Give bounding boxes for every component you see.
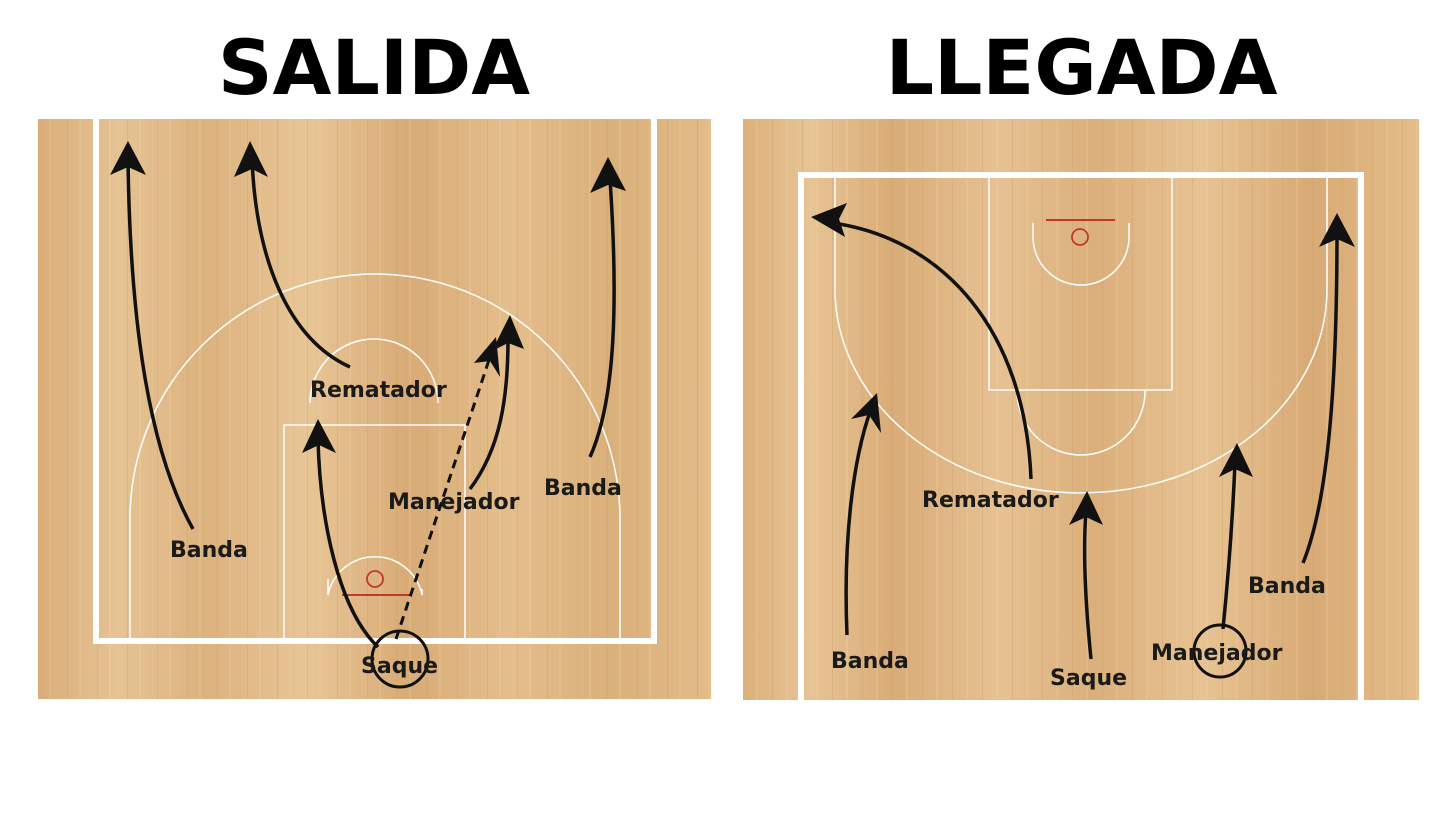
label-banda-left: Banda	[170, 538, 248, 563]
llegada-title: LLEGADA	[885, 23, 1278, 112]
salida-title: SALIDA	[217, 23, 531, 112]
pass-path	[394, 356, 492, 640]
rematador-path	[832, 221, 1033, 480]
label-rematador: Rematador	[310, 378, 447, 403]
llegada-court: Rematador Banda Saque Manejador Banda	[743, 119, 1419, 700]
label-banda-right: Banda	[1248, 574, 1326, 599]
banda-left-path	[126, 158, 195, 530]
court-lines	[93, 119, 657, 644]
rim	[366, 570, 384, 588]
saque-path	[316, 438, 380, 649]
movement-arrows	[126, 158, 616, 649]
banda-right-path	[588, 178, 616, 458]
label-rematador: Rematador	[922, 488, 1059, 513]
label-saque: Saque	[361, 654, 438, 679]
rematador-path	[250, 158, 351, 369]
arrowheads	[110, 141, 626, 453]
manejador-path	[468, 338, 510, 491]
banda-left-path	[844, 408, 873, 636]
salida-court: Banda Rematador Manejador Banda Saque	[38, 119, 711, 699]
label-manejador: Manejador	[1151, 641, 1283, 666]
label-manejador: Manejador	[388, 490, 520, 515]
manejador-path	[1221, 462, 1237, 630]
player-circle-saque	[370, 629, 430, 689]
movement-arrows	[832, 221, 1339, 660]
court-lines	[798, 172, 1364, 700]
player-circle-manejador	[1192, 623, 1248, 679]
label-banda-right: Banda	[544, 476, 622, 501]
label-saque: Saque	[1050, 666, 1127, 691]
saque-path	[1082, 510, 1093, 660]
rim	[1071, 228, 1089, 246]
arrowheads	[811, 203, 1355, 525]
banda-right-path	[1301, 230, 1339, 564]
label-banda-left: Banda	[831, 649, 909, 674]
